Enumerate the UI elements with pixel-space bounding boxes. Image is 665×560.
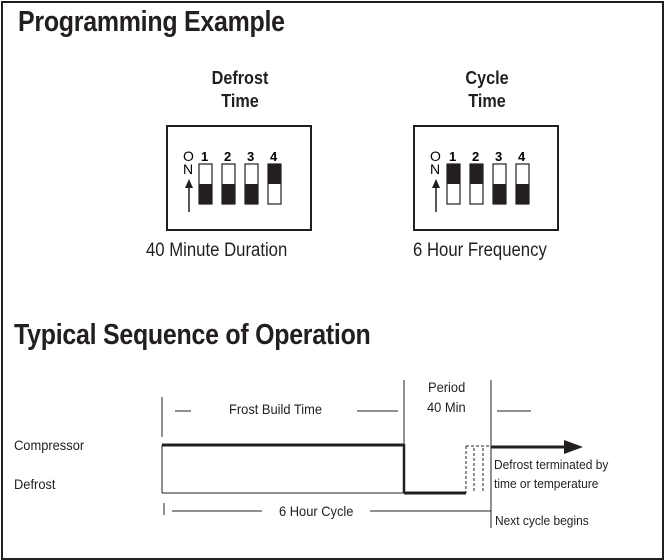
defrost-switch-knob-1 [199, 184, 212, 204]
defrost-switch-number-3: 3 [247, 149, 254, 164]
cycle-dip-switch-box [413, 125, 559, 231]
defrost-switch-knob-2 [222, 184, 235, 204]
sequence-heading: Typical Sequence of Operation [14, 319, 371, 351]
defrost-dip-switch: O N 1 2 3 4 [183, 148, 282, 212]
defrost-on-arrow-icon [185, 179, 193, 188]
defrost-switch-number-2: 2 [224, 149, 231, 164]
frost-build-time-label: Frost Build Time [229, 401, 323, 417]
defrost-on-label-o: O [183, 148, 194, 164]
cycle-switch-knob-1 [447, 164, 460, 184]
compressor-resume-arrow-icon [564, 440, 583, 454]
defrost-title-line1: Defrost [211, 68, 269, 88]
six-hour-cycle-label: 6 Hour Cycle [279, 503, 354, 519]
period-label: Period [428, 379, 466, 395]
cycle-switch-number-2: 2 [472, 149, 479, 164]
defrost-switch-knob-3 [245, 184, 258, 204]
cycle-dip-switch: O N 1 2 3 4 [430, 148, 530, 212]
defrost-switch-number-1: 1 [201, 149, 208, 164]
defrost-time-title: Defrost Time [195, 67, 285, 113]
defrost-caption: 40 Minute Duration [146, 240, 288, 261]
cycle-title-line1: Cycle [465, 68, 509, 88]
cycle-on-label-o: O [430, 148, 441, 164]
cycle-switch-knob-3 [493, 184, 506, 204]
cycle-on-label-n: N [430, 161, 440, 177]
defrost-label: Defrost [14, 476, 56, 492]
cycle-on-arrow-icon [432, 179, 440, 188]
defrost-title-line2: Time [221, 91, 259, 111]
cycle-switch-number-3: 3 [495, 149, 502, 164]
cycle-switch-knob-4 [516, 184, 529, 204]
defrost-switch-number-4: 4 [270, 149, 278, 164]
cycle-title-line2: Time [468, 91, 506, 111]
cycle-time-title: Cycle Time [442, 67, 532, 113]
defrost-switch-knob-4 [268, 164, 281, 184]
defrost-terminated-label-line1: Defrost terminated by [494, 457, 609, 472]
defrost-on-label-n: N [183, 161, 193, 177]
cycle-switch-number-1: 1 [449, 149, 456, 164]
cycle-switch-number-4: 4 [518, 149, 526, 164]
cycle-caption: 6 Hour Frequency [413, 240, 547, 261]
programming-example-heading: Programming Example [18, 6, 285, 38]
timing-diagram [161, 380, 583, 528]
compressor-label: Compressor [14, 437, 85, 453]
cycle-switch-knob-2 [470, 164, 483, 184]
next-cycle-begins-label: Next cycle begins [495, 513, 589, 528]
defrost-dip-switch-box [166, 125, 312, 231]
period-duration-label: 40 Min [427, 399, 466, 415]
defrost-terminated-label-line2: time or temperature [494, 476, 599, 491]
